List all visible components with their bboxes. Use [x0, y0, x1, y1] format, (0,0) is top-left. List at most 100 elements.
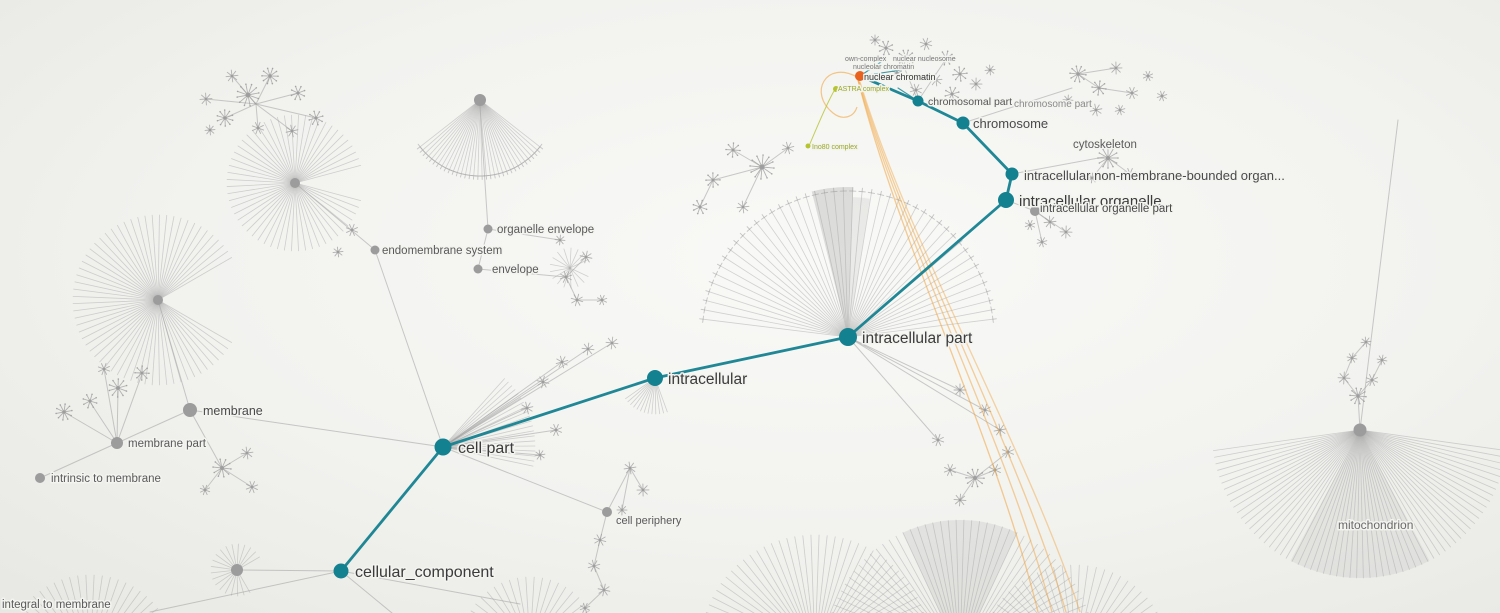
leaf-star	[261, 67, 279, 85]
node-membrane[interactable]	[183, 403, 197, 417]
leaf-star	[969, 77, 983, 91]
leaf-star	[878, 40, 894, 56]
leaf-star	[82, 393, 98, 409]
leaf-star	[984, 64, 996, 76]
leaf-star	[1024, 219, 1036, 231]
leaf-star	[938, 50, 954, 66]
node-organelle-envelope[interactable]	[483, 224, 493, 234]
leaf-star	[308, 110, 324, 126]
node-ino80-complex[interactable]	[805, 143, 811, 149]
accent-edge	[857, 79, 1053, 613]
label-intracellular[interactable]: intracellular	[667, 370, 749, 390]
leaf-star	[605, 336, 619, 350]
label-intracellular-organelle-part[interactable]: intracellular organelle part	[1039, 202, 1175, 217]
node-cluster-hub[interactable]	[290, 178, 300, 188]
wedge	[902, 520, 1018, 613]
label-intracellular-organelle[interactable]: intracellular organelle	[1018, 192, 1164, 212]
leaf-star	[944, 86, 960, 102]
leaf-star	[520, 401, 534, 415]
node-endomembrane-system[interactable]	[370, 245, 380, 255]
node-cluster-hub[interactable]	[231, 564, 243, 576]
node-membrane-part[interactable]	[111, 437, 123, 449]
label-chromosome[interactable]: chromosome	[972, 115, 1050, 133]
leaf-star	[332, 246, 344, 258]
leaf-star	[204, 124, 216, 136]
label-nuclear-nucleosome: nuclear nucleosome	[893, 56, 956, 63]
accent-edge	[857, 79, 1039, 613]
node-nuclear-chromatin[interactable]	[855, 71, 865, 81]
label-mitochondrion[interactable]: mitochondrion	[1337, 517, 1415, 534]
leaf-star	[952, 66, 968, 82]
fan-cluster	[21, 574, 159, 613]
leaf-star	[736, 200, 750, 214]
label-nuclear-chromatin[interactable]: nuclear chromatin	[863, 71, 938, 84]
fan-cluster	[831, 519, 1089, 613]
fan-cluster	[470, 576, 590, 613]
leaf-star	[705, 172, 721, 188]
node-intracellular-organelle[interactable]	[998, 192, 1014, 208]
leaf-star	[1086, 172, 1098, 184]
node-intracellular[interactable]	[647, 370, 663, 386]
node-chromosome[interactable]	[956, 116, 970, 130]
label-intracellular-part[interactable]: intracellular part	[861, 329, 975, 349]
fan-cluster	[442, 378, 536, 467]
label-intrinsic-to-membrane[interactable]: intrinsic to membrane	[50, 472, 163, 487]
node-intracellular-organelle-part[interactable]	[1030, 206, 1040, 216]
label-nucleolar-chromatin: nucleolar chromatin	[853, 64, 914, 71]
accent-edges	[808, 71, 1081, 613]
label-membrane[interactable]: membrane	[202, 403, 265, 420]
label-intracellular-non-membrane-bounded-organ[interactable]: intracellular non-membrane-bounded organ…	[1023, 167, 1287, 185]
label-endomembrane-system[interactable]: endomembrane system	[381, 244, 504, 259]
label-integral-to-membrane[interactable]: integral to membrane	[1, 598, 113, 613]
accent-edge	[859, 81, 1081, 613]
fan-cluster	[72, 214, 233, 386]
fan-wedges	[811, 187, 1430, 613]
fan-cluster	[226, 114, 362, 252]
leaf-star	[290, 85, 306, 101]
leaf-star	[1069, 65, 1087, 83]
node-cluster-hub[interactable]	[153, 295, 163, 305]
node-intracellular-part[interactable]	[839, 328, 857, 346]
node-cell-part[interactable]	[434, 438, 452, 456]
node-astra-complex[interactable]	[833, 86, 839, 92]
label-cellular-component[interactable]: cellular_component	[354, 563, 496, 583]
leaf-star	[1156, 90, 1168, 102]
leaf-star	[134, 365, 150, 381]
node-mitochondrion[interactable]	[1353, 423, 1367, 437]
label-envelope[interactable]: envelope	[491, 263, 541, 278]
leaf-star	[1089, 103, 1103, 117]
label-astra-complex: ASTRA complex	[838, 86, 889, 93]
label-chromosome-part[interactable]: chromosome part	[1013, 98, 1094, 112]
leaf-star	[345, 223, 359, 237]
label-chromosomal-part[interactable]: chromosomal part	[927, 95, 1014, 110]
node-cellular-component[interactable]	[333, 563, 349, 579]
node-intracellular-non-membrane-bounded-organelle[interactable]	[1005, 167, 1019, 181]
leaf-star	[931, 433, 945, 447]
wedge	[1290, 430, 1430, 578]
node-chromosomal-part[interactable]	[912, 95, 924, 107]
fan-cluster	[705, 534, 925, 613]
gray-edges	[39, 61, 1399, 613]
node-intrinsic-to-membrane[interactable]	[35, 473, 45, 483]
node-envelope[interactable]	[473, 264, 483, 274]
label-organelle-envelope[interactable]: organelle envelope	[496, 223, 596, 238]
label-ino80-complex: Ino80 complex	[812, 144, 858, 151]
accent-edge	[858, 80, 1067, 613]
leaf-star	[897, 49, 915, 67]
label-cell-periphery[interactable]: cell periphery	[615, 514, 684, 529]
accent-edge	[820, 71, 858, 118]
label-own-complex: own-complex	[845, 56, 887, 63]
label-membrane-part[interactable]: membrane part	[127, 437, 209, 452]
leaf-star	[953, 493, 967, 507]
wedge	[848, 197, 870, 337]
teal-path-edges	[339, 59, 1014, 573]
label-cell-part[interactable]: cell part	[457, 439, 517, 459]
leaf-star	[240, 446, 254, 460]
node-cluster-hub[interactable]	[474, 94, 486, 106]
leaf-star	[579, 250, 593, 264]
label-cytoskeleton[interactable]: cytoskeleton	[1072, 138, 1139, 153]
leaf-star	[1114, 104, 1126, 116]
node-cell-periphery[interactable]	[602, 507, 612, 517]
